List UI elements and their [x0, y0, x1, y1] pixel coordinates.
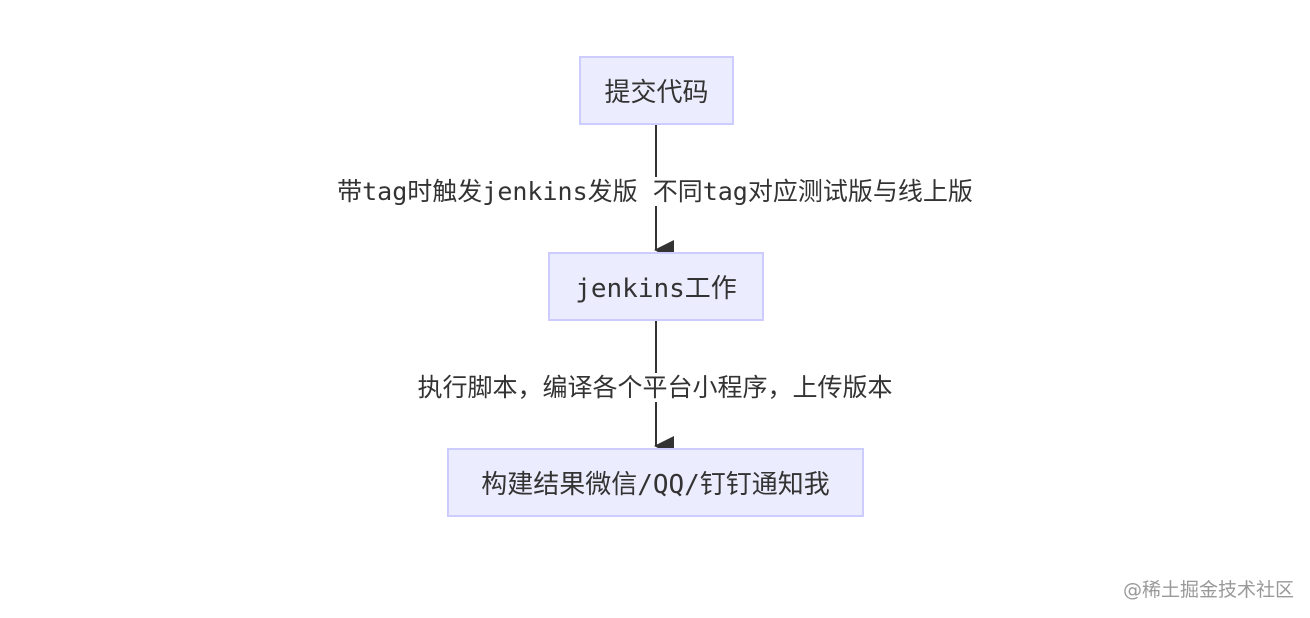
- node-label: 构建结果微信/QQ/钉钉通知我: [481, 470, 830, 500]
- edge-label-text: 执行脚本，编译各个平台小程序，上传版本: [415, 373, 895, 402]
- node-label: jenkins工作: [575, 274, 737, 304]
- node-label: 提交代码: [604, 78, 709, 108]
- node-jenkins-work: jenkins工作: [548, 252, 764, 321]
- node-notify: 构建结果微信/QQ/钉钉通知我: [447, 448, 864, 517]
- edge-1-label: 带tag时触发jenkins发版 不同tag对应测试版与线上版: [0, 172, 1310, 208]
- node-commit-code: 提交代码: [579, 56, 734, 125]
- edge-2-label: 执行脚本，编译各个平台小程序，上传版本: [0, 368, 1310, 404]
- edge-label-text: 带tag时触发jenkins发版 不同tag对应测试版与线上版: [335, 177, 975, 206]
- watermark: @稀土掘金技术社区: [1122, 579, 1294, 601]
